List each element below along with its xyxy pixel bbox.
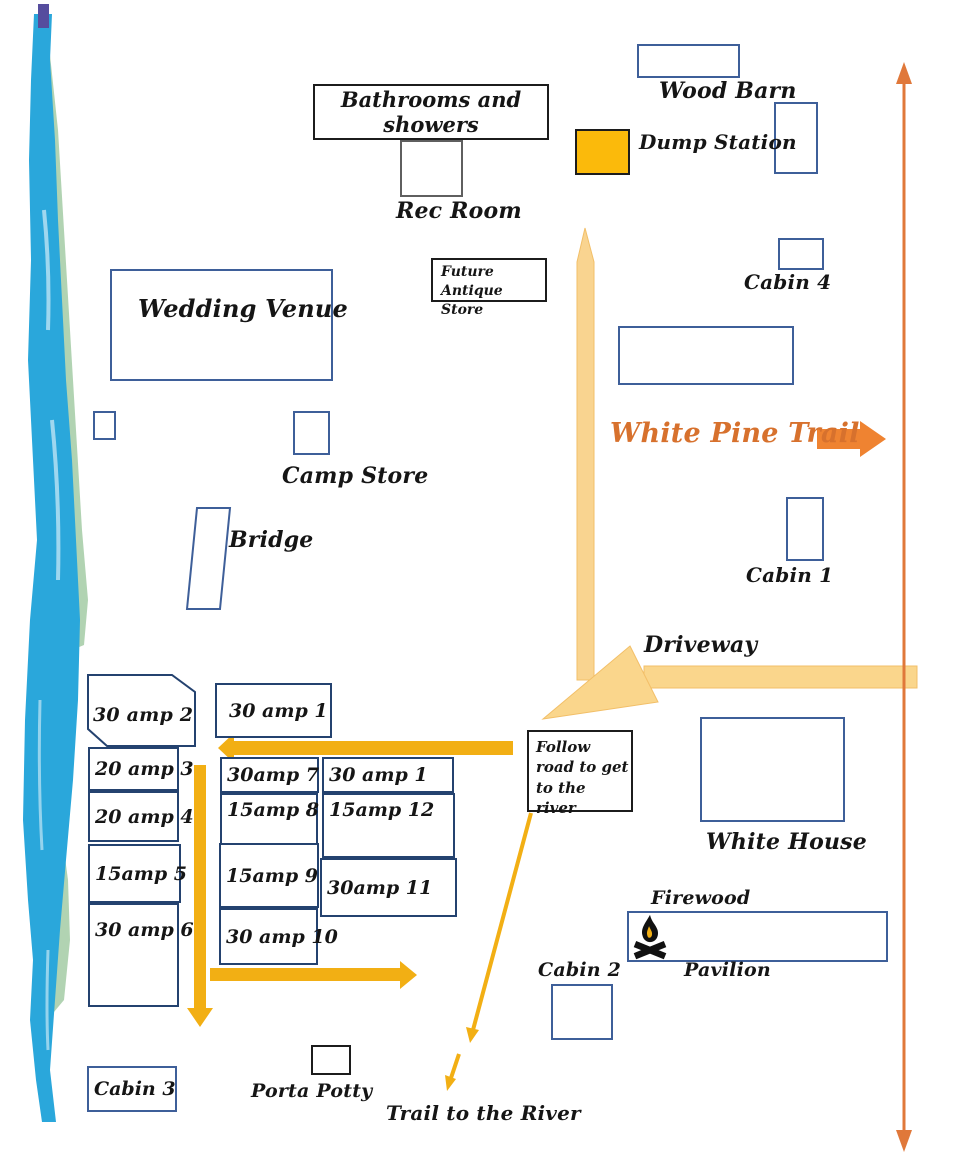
campfire-icon — [633, 914, 667, 960]
rec-room-label: Rec Room — [396, 198, 522, 224]
trail-to-river-label: Trail to the River — [386, 1101, 581, 1125]
white-pine-trail-line-bottom-arrowhead — [896, 1130, 912, 1152]
campsite-30-amp-6-label: 30 amp 6 — [95, 919, 194, 941]
bathrooms-label: Bathrooms and showers — [340, 87, 522, 137]
rec-room-box — [400, 140, 463, 197]
campsite-20-amp-3-label: 20 amp 3 — [95, 758, 194, 780]
cabin2-label: Cabin 2 — [538, 959, 621, 981]
unlabeled-building-box-3 — [618, 326, 794, 385]
camp-store-label: Camp Store — [282, 463, 429, 489]
white-pine-trail-block-arrow — [817, 421, 886, 457]
firewood-label: Firewood — [651, 887, 751, 909]
campsite-15-amp-9-label: 15amp 9 — [226, 864, 318, 887]
campsite-30-amp-2-outline — [87, 674, 196, 747]
campsite-30-amp-10-label: 30 amp 10 — [226, 925, 338, 948]
white-house-box — [700, 717, 845, 822]
campsite-30-amp-7-label: 30amp 7 — [227, 764, 319, 786]
white-house-label: White House — [706, 829, 867, 855]
campsite-30-amp-6: 30 amp 6 — [88, 903, 194, 1007]
trail-to-river-line-2 — [449, 1053, 461, 1079]
dump-station-label: Dump Station — [639, 130, 797, 154]
campsite-30-amp-2-label: 30 amp 2 — [93, 704, 194, 726]
campsite-30-amp-10: 30 amp 10 — [219, 908, 338, 965]
wedding-venue-label: Wedding Venue — [138, 294, 348, 323]
campsite-30-amp-1-upper-label: 30 amp 1 — [229, 699, 328, 722]
bridge-label: Bridge — [229, 527, 314, 553]
white-pine-trail-label: White Pine Trail — [610, 418, 860, 449]
campsite-15-amp-8: 15amp 8 — [220, 793, 319, 845]
river-shape — [23, 14, 80, 1122]
trail-to-river-arrowhead-1 — [466, 1027, 479, 1043]
cabin4-box — [778, 238, 824, 270]
campsite-20-amp-4-label: 20 amp 4 — [95, 805, 194, 828]
river-highlight-streak-1 — [42, 209, 51, 331]
white-pine-trail-line-top-arrowhead — [896, 62, 912, 84]
campsite-15-amp-9: 15amp 9 — [219, 843, 319, 908]
porta-potty-label: Porta Potty — [251, 1080, 373, 1102]
cabin1-box — [786, 497, 824, 561]
campsite-15-amp-12-label: 15amp 12 — [329, 799, 435, 821]
cabin3-box: Cabin 3 — [87, 1066, 177, 1112]
gold-arrow-right — [210, 961, 417, 989]
campsite-20-amp-3: 20 amp 3 — [88, 747, 194, 791]
gold-arrow-down — [187, 765, 213, 1027]
cabin2-box — [551, 984, 613, 1040]
cabin3-label: Cabin 3 — [94, 1078, 176, 1100]
campsite-30-amp-1-lower: 30 amp 1 — [322, 757, 454, 793]
campsite-15-amp-8-label: 15amp 8 — [227, 799, 319, 821]
wood-barn-box — [637, 44, 740, 78]
bathrooms-box: Bathrooms and showers — [313, 84, 549, 140]
campsite-15-amp-5-label: 15amp 5 — [95, 862, 187, 885]
main-road-up-arrow — [576, 227, 595, 681]
follow-road-box: Follow road to get to the river — [527, 730, 633, 817]
camp-store-box — [293, 411, 330, 455]
river-source-mark — [38, 4, 49, 28]
wood-barn-label: Wood Barn — [659, 78, 797, 104]
river-highlight-streak-2 — [50, 419, 61, 581]
campsite-30-amp-11-label: 30amp 11 — [327, 876, 433, 899]
campsite-30-amp-1-upper: 30 amp 1 — [215, 683, 332, 738]
campsite-30-amp-7: 30amp 7 — [220, 757, 319, 793]
trail-to-river-line-1 — [471, 812, 533, 1031]
pavilion-label: Pavilion — [684, 959, 771, 981]
porta-potty-box — [311, 1045, 351, 1075]
driveway-label: Driveway — [644, 632, 758, 658]
gold-arrow-left — [218, 733, 513, 763]
unlabeled-building-box-1 — [774, 102, 818, 174]
campsite-15-amp-5: 15amp 5 — [88, 844, 187, 903]
pavilion-box — [627, 911, 888, 962]
bridge-shape — [185, 507, 232, 610]
campsite-30-amp-1-lower-label: 30 amp 1 — [329, 764, 428, 786]
trail-to-river-arrowhead-2 — [445, 1075, 456, 1091]
river-highlight-streak-3 — [37, 699, 44, 851]
future-antique-store-label: Future Antique Store — [441, 264, 503, 318]
campsite-15-amp-12: 15amp 12 — [322, 793, 455, 858]
unlabeled-building-box-2 — [93, 411, 116, 440]
wedding-venue-box — [110, 269, 333, 381]
cabin4-label: Cabin 4 — [744, 270, 832, 294]
driveway-road-arrowhead — [541, 645, 659, 720]
dump-station-box — [575, 129, 630, 175]
cabin1-label: Cabin 1 — [746, 563, 834, 587]
campsite-30-amp-11: 30amp 11 — [320, 858, 457, 917]
follow-road-label: Follow road to get to the river — [536, 738, 629, 817]
future-antique-store-box: Future Antique Store — [431, 258, 547, 318]
campsite-20-amp-4: 20 amp 4 — [88, 791, 194, 842]
river-highlight-streak-4 — [45, 949, 50, 1051]
